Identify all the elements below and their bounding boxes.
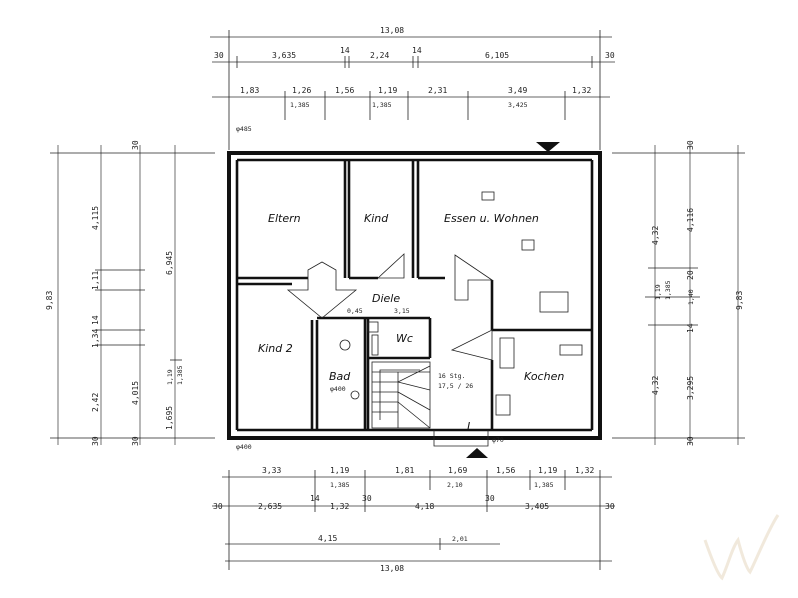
dim-bot-2-2: 14 xyxy=(310,494,320,503)
room-kochen: Kochen xyxy=(524,370,564,383)
dim-bot-2-4: 30 xyxy=(362,494,372,503)
walls xyxy=(227,151,602,440)
dim-right-b1: 20 xyxy=(686,270,695,280)
bath-fittings xyxy=(339,321,379,400)
dim-left-b2: 1,19 xyxy=(166,369,174,385)
dim-right-a1: 4,32 xyxy=(651,376,660,395)
dim-bot-1b-2: 1,385 xyxy=(534,481,554,489)
dim-right-b2: 1,19 xyxy=(654,284,662,300)
anno-p045: 0,45 xyxy=(347,307,363,315)
dim-right-a3: 30 xyxy=(686,436,695,446)
right-dimensions: 4,32 4,32 30 30 4,116 20 1,19 1,385 14 1… xyxy=(612,140,745,446)
dim-left-a1: 30 xyxy=(131,140,140,150)
dim-left-a2: 1,11 xyxy=(91,271,100,290)
dim-bot-2-5: 4,18 xyxy=(415,502,434,511)
room-essen-wohnen: Essen u. Wohnen xyxy=(444,212,539,225)
entrance-markers xyxy=(466,142,560,458)
dim-top-3a-6: 1,32 xyxy=(572,86,591,95)
anno-p400-left: φ400 xyxy=(236,443,252,451)
dim-bot-2-1: 2,635 xyxy=(258,502,282,511)
dim-bot-1a-5: 1,19 xyxy=(538,466,557,475)
dim-top-3a-5: 3,49 xyxy=(508,86,527,95)
dim-top-total: 13,08 xyxy=(380,26,404,35)
room-kind2: Kind 2 xyxy=(258,342,293,355)
left-dimensions: 9,83 4,115 30 1,11 14 1,34 2,42 30 30 4,… xyxy=(45,140,215,446)
dim-left-a3: 14 xyxy=(91,315,100,325)
room-wc: Wc xyxy=(396,332,413,345)
dim-bot-3-1: 2,01 xyxy=(452,535,468,543)
dim-left-b1: 6,945 xyxy=(165,251,174,275)
dim-top-2-3: 2,24 xyxy=(370,51,389,60)
dim-right-b3: 1,385 xyxy=(664,280,672,300)
dim-left-b4: 1,695 xyxy=(165,406,174,430)
dim-top-3b-2: 3,425 xyxy=(508,101,528,109)
dim-top-2-0: 30 xyxy=(214,51,224,60)
dim-bot-2-6: 30 xyxy=(485,494,495,503)
dim-left-a6: 30 xyxy=(91,436,100,446)
stair-mark: I xyxy=(467,420,470,433)
dim-left-a7: 30 xyxy=(131,436,140,446)
dim-bot-1b-0: 1,385 xyxy=(330,481,350,489)
dim-right-b6: 3,295 xyxy=(686,376,695,400)
dim-top-2-6: 30 xyxy=(605,51,615,60)
dim-top-3b-1: 1,385 xyxy=(372,101,392,109)
room-bad: Bad xyxy=(329,370,351,383)
anno-p485: φ485 xyxy=(236,125,252,133)
bottom-dimensions: 3,33 1,19 1,81 1,69 1,56 1,19 1,32 1,385… xyxy=(212,466,615,573)
dim-top-2-5: 6,105 xyxy=(485,51,509,60)
annotations: 16 Stg. 17,5 / 26 I φ400 φ400 φ70 3,15 0… xyxy=(236,307,504,451)
dim-left-a5: 2,42 xyxy=(91,393,100,412)
dim-top-3a-1: 1,26 xyxy=(292,86,311,95)
dim-bot-1a-4: 1,56 xyxy=(496,466,515,475)
dim-bot-1a-6: 1,32 xyxy=(575,466,594,475)
room-diele: Diele xyxy=(372,292,400,305)
dim-top-3b-0: 1,385 xyxy=(290,101,310,109)
dim-bot-1b-1: 2,10 xyxy=(447,481,463,489)
dim-bot-1a-1: 1,19 xyxy=(330,466,349,475)
dim-top-3a-0: 1,83 xyxy=(240,86,259,95)
door-arrows xyxy=(286,253,494,447)
dim-bot-2-3: 1,32 xyxy=(330,502,349,511)
dim-top-3a-3: 1,19 xyxy=(378,86,397,95)
dim-bot-total: 13,08 xyxy=(380,564,404,573)
room-kind: Kind xyxy=(364,212,389,225)
dim-bot-2-7: 3,405 xyxy=(525,502,549,511)
dim-bot-3-0: 4,15 xyxy=(318,534,337,543)
stair-line1: 16 Stg. xyxy=(438,372,465,380)
dim-bot-2-0: 30 xyxy=(213,502,223,511)
dim-bot-1a-3: 1,69 xyxy=(448,466,467,475)
stair-line2: 17,5 / 26 xyxy=(438,382,473,390)
dim-right-b5: 1,40 xyxy=(687,289,695,305)
dim-left-b0: 4,015 xyxy=(131,381,140,405)
dim-right-a0: 4,32 xyxy=(651,226,660,245)
dim-right-a2: 30 xyxy=(686,140,695,150)
dim-top-3a-2: 1,56 xyxy=(335,86,354,95)
kitchen-fittings xyxy=(481,191,583,416)
dim-top-2-1: 3,635 xyxy=(272,51,296,60)
anno-p145: 3,15 xyxy=(394,307,410,315)
dim-right-total: 9,83 xyxy=(735,291,744,310)
top-dimensions: 13,08 30 3,635 14 2,24 14 6,105 30 1,83 … xyxy=(210,26,615,150)
dim-top-3a-4: 2,31 xyxy=(428,86,447,95)
dim-left-a4: 1,34 xyxy=(91,329,100,348)
dim-left-a0: 4,115 xyxy=(91,206,100,230)
room-eltern: Eltern xyxy=(268,212,301,225)
dim-left-total: 9,83 xyxy=(45,291,54,310)
dim-bot-1a-2: 1,81 xyxy=(395,466,414,475)
dim-bot-2-8: 30 xyxy=(605,502,615,511)
dim-left-b3: 1,385 xyxy=(176,365,184,385)
dim-top-2-4: 14 xyxy=(412,46,422,55)
dim-top-2-2: 14 xyxy=(340,46,350,55)
dim-right-b0: 4,116 xyxy=(686,208,695,232)
watermark-logo xyxy=(703,514,780,581)
dim-right-b4: 14 xyxy=(686,323,695,333)
anno-p70: φ70 xyxy=(492,436,504,444)
room-labels: Eltern Kind Essen u. Wohnen Diele Kind 2… xyxy=(258,212,564,383)
anno-p400-bad: φ400 xyxy=(330,385,346,393)
dim-bot-1a-0: 3,33 xyxy=(262,466,281,475)
staircase xyxy=(371,361,431,429)
